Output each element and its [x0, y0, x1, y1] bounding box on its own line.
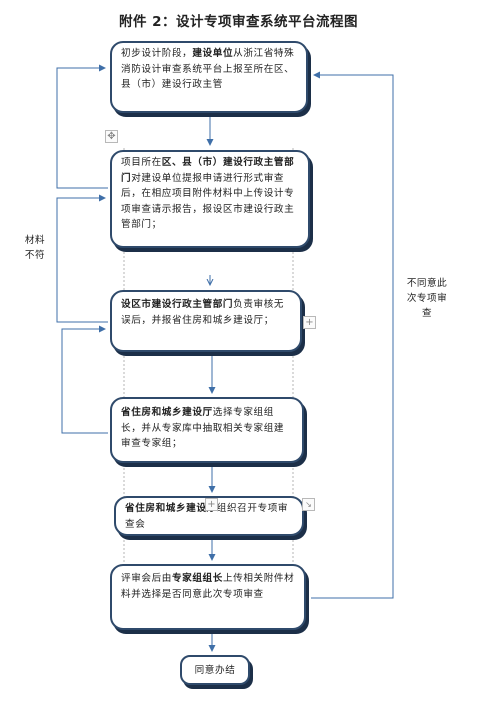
step-6-text-post: 上传相关附件材料并选择是否同意此次专项审查	[121, 573, 295, 600]
move-handle-icon[interactable]: ✥	[105, 130, 118, 143]
label-material-mismatch: 材料 不符	[24, 235, 46, 261]
step-6-text-pre: 评审会后由	[121, 573, 172, 584]
step-5-text-bold: 省住房和城乡建设厅	[125, 503, 217, 514]
feedback-arrow-step2-step1	[56, 64, 108, 189]
label-disagree: 不同意此 次专项审 查	[406, 278, 448, 319]
step-2-text-bold: 区、县（市）建设行政主管部门	[121, 157, 295, 184]
step-3-text-bold: 设区市建设行政主管部门	[121, 299, 234, 310]
step-6-box: 评审会后由专家组组长上传相关附件材料并选择是否同意此次专项审查	[110, 564, 306, 630]
step-2-text-post: 对建设单位提报申请进行形式审查后，在相应项目附件材料中上传设计专项审查请示报告，…	[121, 172, 295, 231]
feedback-arrow-step3-step2	[56, 194, 108, 323]
step-2-box: 项目所在区、县（市）建设行政主管部门对建设单位提报申请进行形式审查后，在相应项目…	[110, 150, 310, 248]
end-text: 同意办结	[194, 665, 236, 676]
resize-handle-icon[interactable]: ↘	[302, 498, 315, 511]
step-4-text-bold: 省住房和城乡建设厅	[121, 407, 213, 418]
page-title: 附件 2：设计专项审查系统平台流程图	[118, 14, 359, 30]
step-1-text-post: 从浙江省特殊消防设计审查系统平台上报至所在区、县（市）建设行政主管	[121, 48, 295, 90]
step-1-text-bold: 建设单位	[192, 48, 234, 59]
feedback-arrow-step4-step3	[61, 325, 108, 434]
step-1-box: 初步设计阶段，建设单位从浙江省特殊消防设计审查系统平台上报至所在区、县（市）建设…	[110, 41, 308, 113]
step-3-text-post: 负责审核无误后，并报省住房和城乡建设厅；	[121, 299, 285, 326]
feedback-arrow-step6-step1	[311, 71, 394, 599]
step-3-box: 设区市建设行政主管部门负责审核无误后，并报省住房和城乡建设厅；	[110, 290, 302, 352]
step-4-box: 省住房和城乡建设厅选择专家组组长，并从专家库中抽取相关专家组建审查专家组；	[110, 397, 304, 463]
add-handle-icon[interactable]: +	[205, 498, 218, 511]
step-4-text-post: 选择专家组组长，并从专家库中抽取相关专家组建审查专家组；	[121, 407, 285, 449]
step-1-text-pre: 初步设计阶段，	[121, 48, 193, 59]
end-box: 同意办结	[180, 655, 250, 685]
step-6-text-bold: 专家组组长	[171, 573, 223, 584]
add-handle-icon[interactable]: +	[303, 316, 316, 329]
step-5-text-post: 组织召开专项审查会	[125, 503, 289, 530]
step-2-text-pre: 项目所在	[121, 157, 162, 168]
